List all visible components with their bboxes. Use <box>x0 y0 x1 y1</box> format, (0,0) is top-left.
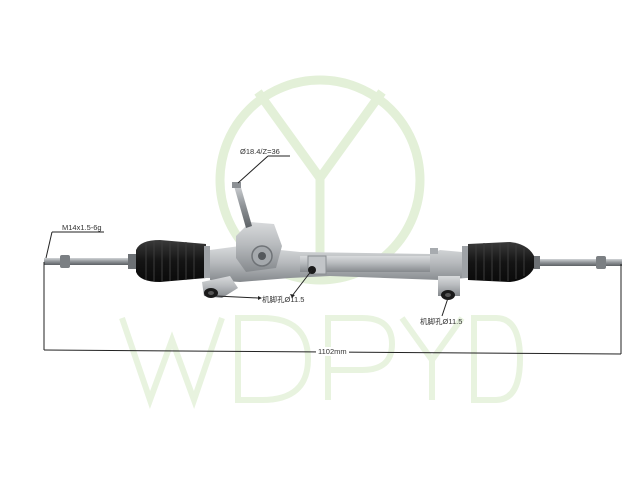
left-tie-rod <box>44 254 136 269</box>
left-boot <box>136 240 210 282</box>
right-mount-hole-label: 机脚孔Ø11.5 <box>420 317 463 326</box>
thread-spec-label: M14x1.5-6g <box>62 223 102 232</box>
right-boot <box>462 242 534 282</box>
right-tie-rod <box>534 256 622 269</box>
left-mount <box>202 276 238 298</box>
watermark-text <box>119 315 524 409</box>
right-mount <box>438 276 460 300</box>
pinion-spec-label: Ø18.4/Z=36 <box>240 147 280 156</box>
overall-length-label: 1102mm <box>316 347 349 356</box>
annotation-lines <box>43 155 622 355</box>
left-mount-hole-label: 机脚孔Ø11.5 <box>262 295 305 304</box>
rack-housing <box>210 182 466 282</box>
